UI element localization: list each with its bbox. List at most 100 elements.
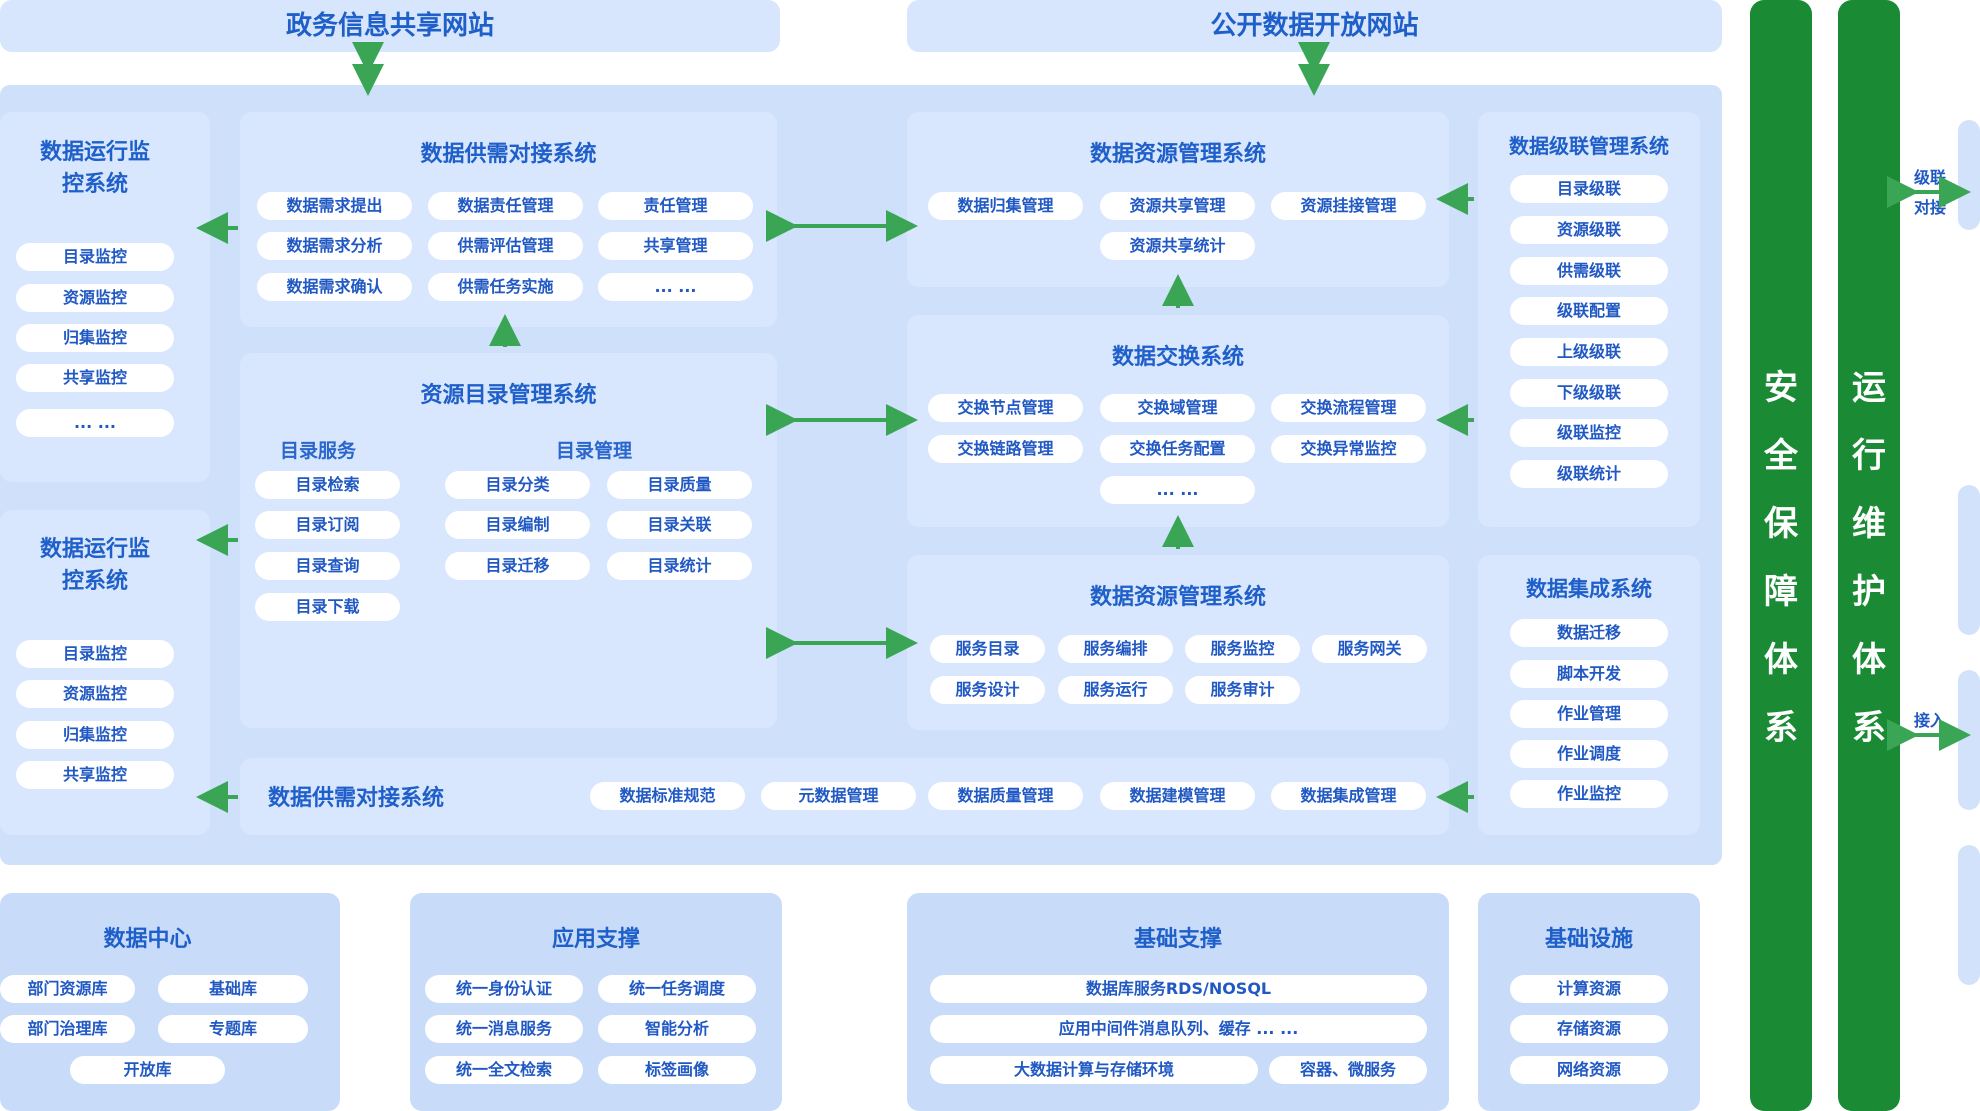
connector-lines [196,42,1971,813]
datacenter-item: 开放库 [70,1056,225,1084]
ops-char: 系 [1852,708,1886,748]
infra-panel: 基础设施 计算资源 存储资源 网络资源 [1478,893,1700,1111]
catalog-manage-item: 目录质量 [607,471,752,499]
base-support-item: 数据库服务RDS/NOSQL [930,975,1427,1003]
supply-system-panel: 数据供需对接系统 数据需求提出 数据责任管理 责任管理 数据需求分析 供需评估管… [240,112,777,327]
security-char: 障 [1764,572,1798,612]
exchange-item: 交换流程管理 [1271,394,1426,422]
service-item: 服务监控 [1185,635,1300,663]
monitor-item: 归集监控 [16,324,174,352]
supply-item: 数据需求提出 [257,192,412,220]
cascade-item: 级联统计 [1510,460,1668,488]
monitor-item: 目录监控 [16,640,174,668]
catalog-manage-item: 目录迁移 [445,552,590,580]
service-item: 服务运行 [1058,676,1173,704]
base-support-item: 大数据计算与存储环境 [930,1056,1258,1084]
security-char: 系 [1764,708,1798,748]
service-item: 服务审计 [1185,676,1300,704]
exchange-item: 交换链路管理 [928,435,1083,463]
exchange-item: ... ... [1100,476,1255,504]
infra-item: 计算资源 [1510,975,1668,1003]
supply-item: 数据责任管理 [428,192,583,220]
ops-char: 维 [1852,504,1886,544]
base-support-item: 应用中间件消息队列、缓存 ... ... [930,1015,1427,1043]
monitor-system-title-a: 数据运行监控系统 [40,140,151,197]
resource-item: 数据归集管理 [928,192,1083,220]
catalog-service-item: 目录订阅 [255,511,400,539]
ops-char: 体 [1852,640,1886,680]
infra-title: 基础设施 [1544,927,1633,952]
base-support-panel: 基础支撑 数据库服务RDS/NOSQL 应用中间件消息队列、缓存 ... ...… [907,893,1449,1111]
datacenter-item: 部门资源库 [0,975,135,1003]
resource-system-title-2: 数据资源管理系统 [1089,585,1266,610]
app-support-item: 智能分析 [598,1015,756,1043]
base-support-item: 容器、微服务 [1269,1056,1427,1084]
resource-item: 资源共享统计 [1100,232,1255,260]
monitor-item: 归集监控 [16,721,174,749]
service-item: 服务设计 [930,676,1045,704]
infra-item: 存储资源 [1510,1015,1668,1043]
cascade-item: 上级级联 [1510,338,1668,366]
supply-item: 责任管理 [598,192,753,220]
cascade-system-panel: 数据级联管理系统 目录级联 资源级联 供需级联 级联配置 上级级联 下级级联 级… [1478,112,1700,527]
resource-system-panel-2: 数据资源管理系统 服务目录 服务编排 服务监控 服务网关 服务设计 服务运行 服… [907,555,1449,730]
exchange-item: 交换节点管理 [928,394,1083,422]
supply-item: 供需评估管理 [428,232,583,260]
app-support-item: 标签画像 [598,1056,756,1084]
cascade-item: 供需级联 [1510,257,1668,285]
supply-bar-item: 数据质量管理 [928,782,1083,810]
resource-item: 资源共享管理 [1100,192,1255,220]
monitor-item: 共享监控 [16,761,174,789]
supply-item: 数据需求确认 [257,273,412,301]
integration-item: 作业管理 [1510,700,1668,728]
catalog-service-item: 目录查询 [255,552,400,580]
app-support-item: 统一消息服务 [425,1015,583,1043]
monitor-item: ... ... [16,409,174,437]
integration-item: 数据迁移 [1510,619,1668,647]
integration-system-title: 数据集成系统 [1526,577,1652,601]
app-support-item: 统一全文检索 [425,1056,583,1084]
catalog-manage-title: 目录管理 [556,440,633,462]
cascade-item: 下级级联 [1510,379,1668,407]
cascade-item: 目录级联 [1510,175,1668,203]
integration-system-panel: 数据集成系统 数据迁移 脚本开发 作业管理 作业调度 作业监控 [1478,555,1700,835]
security-char: 安 [1764,368,1798,408]
exchange-item: 交换域管理 [1100,394,1255,422]
security-char: 体 [1764,640,1798,680]
supply-bar-item: 数据建模管理 [1100,782,1255,810]
resource-system-panel: 数据资源管理系统 数据归集管理 资源共享管理 资源挂接管理 资源共享统计 [907,112,1449,287]
exchange-item: 交换任务配置 [1100,435,1255,463]
supply-item: 供需任务实施 [428,273,583,301]
security-char: 全 [1764,436,1798,476]
supply-bar-panel: 数据供需对接系统 数据标准规范 元数据管理 数据质量管理 数据建模管理 数据集成… [240,758,1449,835]
cascade-system-title: 数据级联管理系统 [1509,134,1669,158]
supply-bar-item: 数据标准规范 [590,782,745,810]
security-char: 保 [1764,504,1798,544]
monitor-system-panel-a: 数据运行监控系统 目录监控 资源监控 归集监控 共享监控 ... ... [0,112,210,482]
integration-item: 作业监控 [1510,780,1668,808]
app-support-panel: 应用支撑 统一身份认证 统一任务调度 统一消息服务 智能分析 统一全文检索 标签… [410,893,782,1111]
integration-item: 作业调度 [1510,740,1668,768]
cascade-item: 资源级联 [1510,216,1668,244]
supply-item: 数据需求分析 [257,232,412,260]
integration-item: 脚本开发 [1510,660,1668,688]
supply-bar-item: 数据集成管理 [1271,782,1426,810]
exchange-system-panel: 数据交换系统 交换节点管理 交换域管理 交换流程管理 交换链路管理 交换任务配置… [907,315,1449,527]
infra-item: 网络资源 [1510,1056,1668,1084]
exchange-system-title: 数据交换系统 [1111,345,1244,370]
catalog-system-title: 资源目录管理系统 [420,383,597,408]
external-panel-edge [1958,485,1980,635]
catalog-service-title: 目录服务 [280,440,357,462]
security-system-bar: 安 全 保 障 体 系 [1750,0,1812,1111]
datacenter-panel: 数据中心 部门资源库 基础库 部门治理库 专题库 开放库 [0,893,340,1111]
ops-char: 行 [1852,436,1886,476]
service-item: 服务编排 [1058,635,1173,663]
supply-item: 共享管理 [598,232,753,260]
cascade-item: 级联配置 [1510,297,1668,325]
app-support-item: 统一任务调度 [598,975,756,1003]
catalog-service-item: 目录下载 [255,593,400,621]
catalog-manage-item: 目录关联 [607,511,752,539]
ops-char: 运 [1852,368,1886,408]
catalog-service-item: 目录检索 [255,471,400,499]
monitor-system-title-b: 数据运行监控系统 [40,537,151,594]
